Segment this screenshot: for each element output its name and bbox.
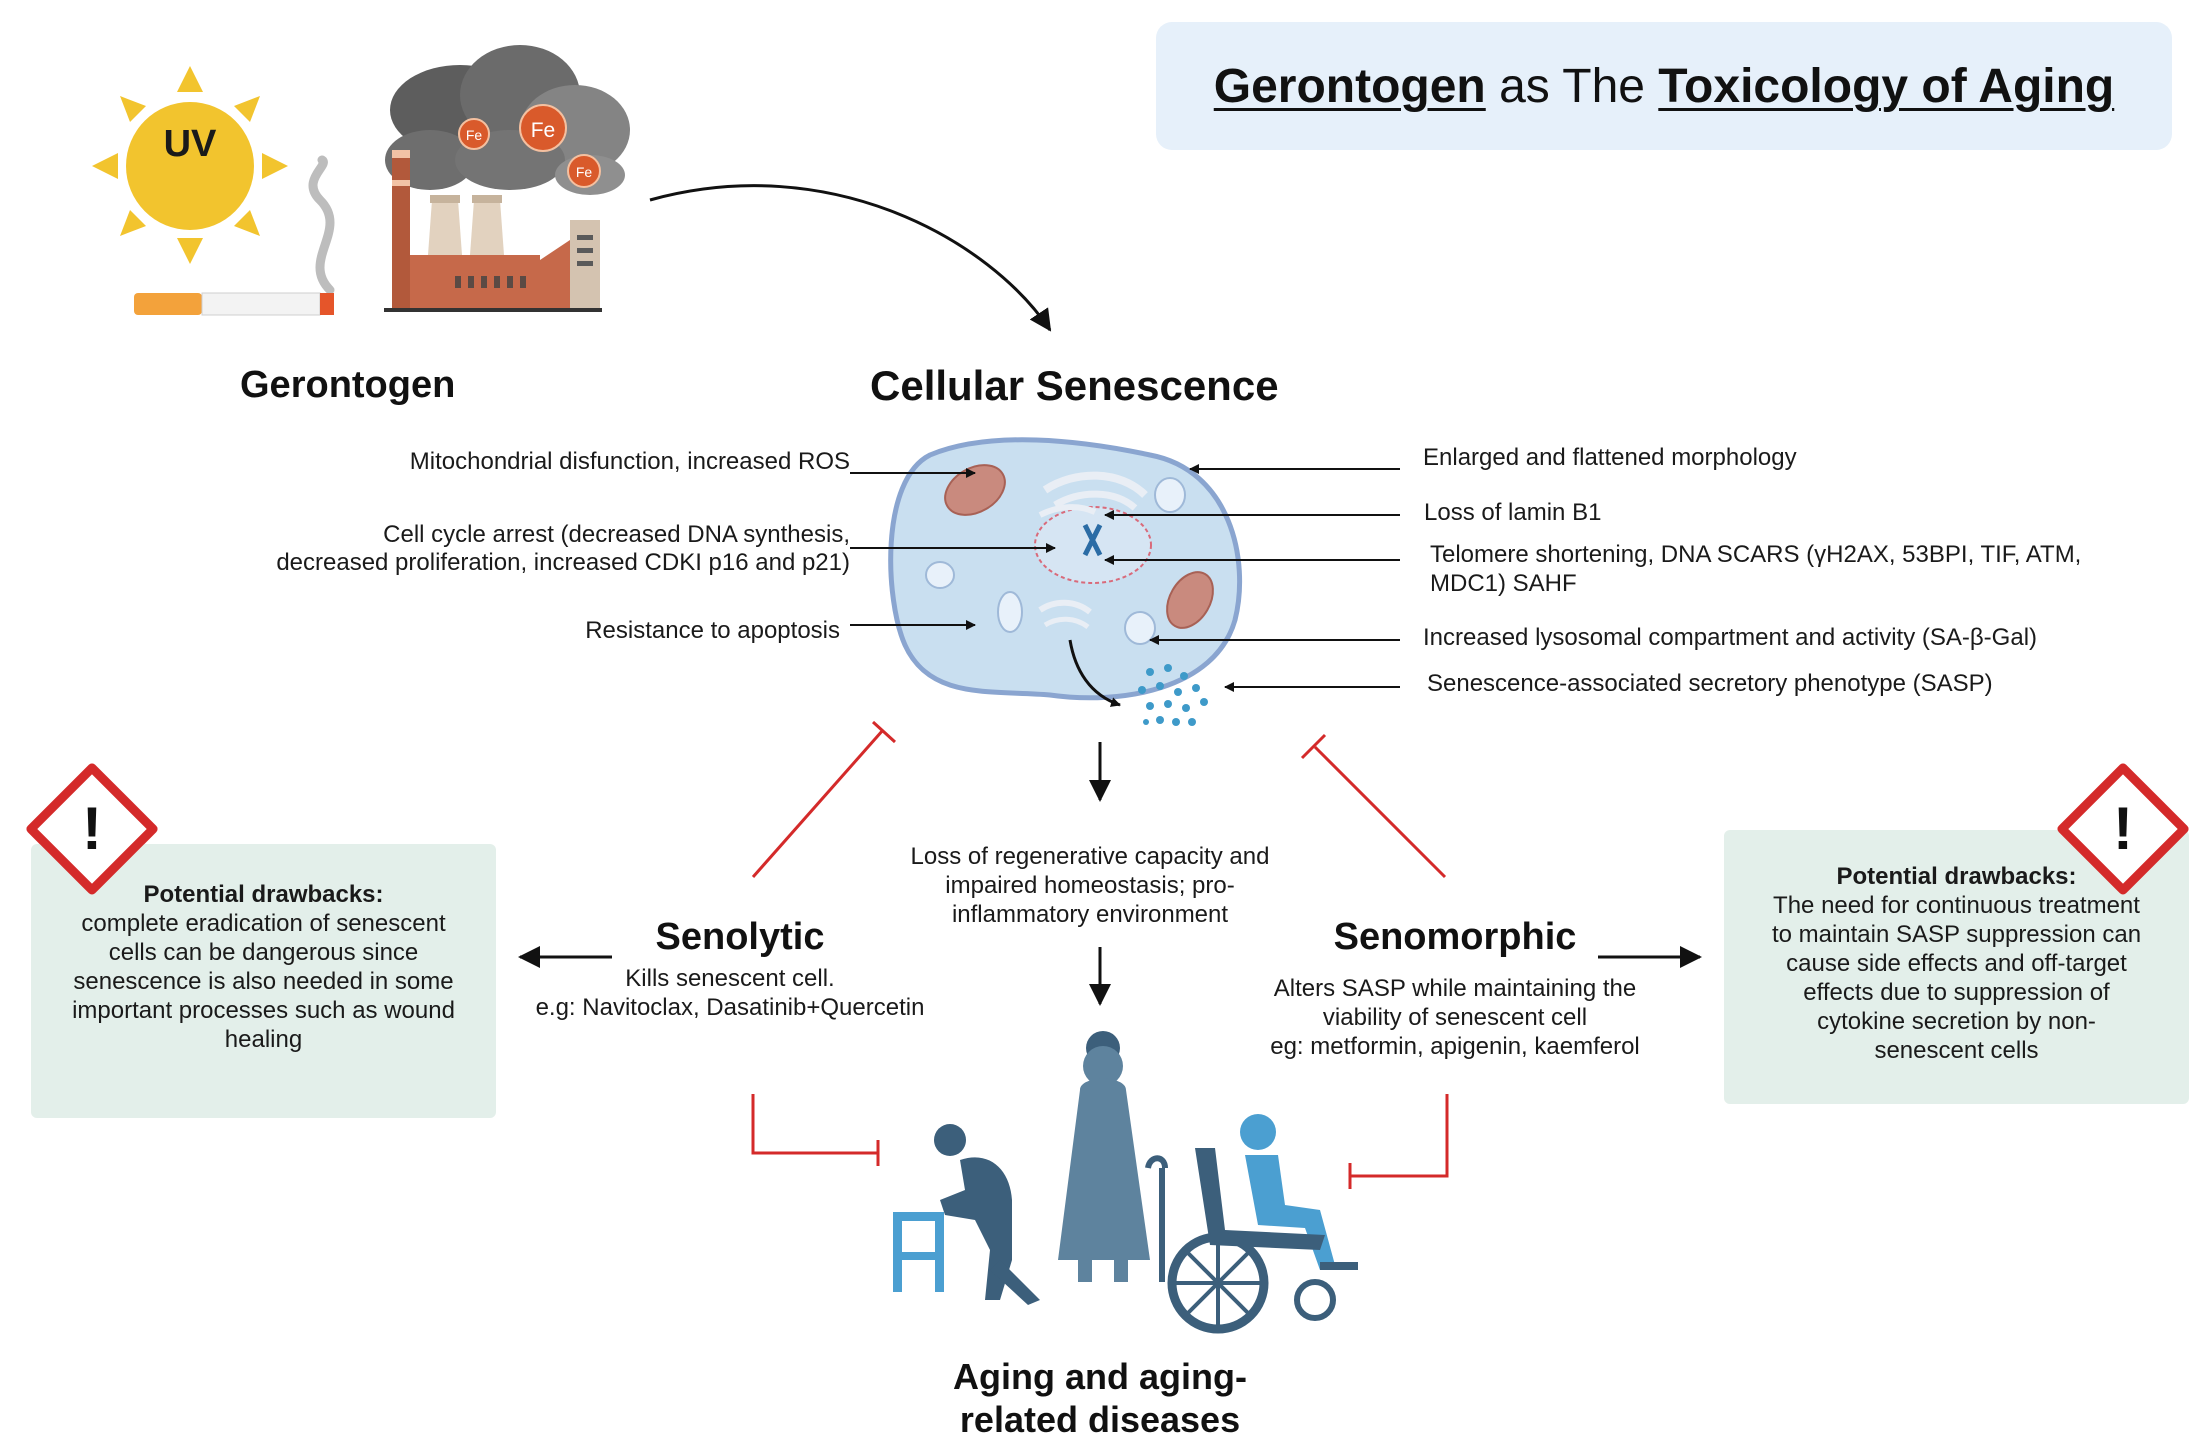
gerontogen-heading: Gerontogen (240, 364, 456, 406)
factory-icon (384, 150, 602, 312)
svg-text:Fe: Fe (576, 164, 593, 180)
diagram-title: Gerontogen as The Toxicology of Aging (1156, 22, 2172, 150)
senolytic-inhibit-cell (751, 720, 897, 878)
elderly-woman-cane-icon (1058, 1031, 1168, 1282)
elderly-walker-icon (893, 1124, 1040, 1305)
cigarette-icon (134, 155, 335, 316)
sasp-particles (1138, 664, 1208, 726)
label-cell-cycle-2: decreased proliferation, increased CDKI … (276, 549, 850, 576)
label-apoptosis: Resistance to apoptosis (585, 617, 840, 644)
title-gerontogen: Gerontogen (1213, 59, 1486, 113)
label-mitochondria: Mitochondrial disfunction, increased ROS (409, 448, 850, 475)
label-telomere-1: Telomere shortening, DNA SCARS (γH2AX, 5… (1430, 541, 2082, 568)
sun-icon: UV (92, 66, 288, 264)
drawback-right-heading: Potential drawbacks: (1836, 863, 2077, 890)
senescent-cell-icon (888, 437, 1243, 701)
title-toxicology: Toxicology of Aging (1658, 59, 2115, 113)
label-morphology: Enlarged and flattened morphology (1423, 444, 1797, 471)
wheelchair-user-icon (1167, 1114, 1358, 1334)
drawback-left-heading: Potential drawbacks: (143, 881, 384, 908)
svg-text:Fe: Fe (466, 127, 483, 143)
senolytic-text: Kills senescent cell. e.g: Navitoclax, D… (535, 965, 925, 1021)
senomorphic-heading: Senomorphic (1333, 916, 1577, 958)
senomorphic-text: Alters SASP while maintaining the viabil… (1270, 975, 1640, 1060)
label-lamin: Loss of lamin B1 (1424, 499, 1602, 526)
label-sasp: Senescence-associated secretory phenotyp… (1427, 670, 1993, 697)
iron-particle-icon: Fe Fe Fe (458, 104, 601, 188)
title-connector: as The (1485, 59, 1659, 113)
svg-text:Fe: Fe (531, 119, 556, 142)
uv-label: UV (164, 123, 217, 165)
sasp-release-arrow (1068, 639, 1121, 707)
label-cell-cycle-1: Cell cycle arrest (decreased DNA synthes… (383, 521, 850, 548)
aging-diseases-heading: Aging and aging- related diseases (953, 1356, 1247, 1440)
drawback-text-left: Potential drawbacks: complete eradicatio… (72, 881, 455, 1053)
cellular-senescence-heading: Cellular Senescence (870, 362, 1279, 409)
label-lysosome: Increased lysosomal compartment and acti… (1423, 624, 2038, 651)
senolytic-inhibit-aging (751, 1094, 880, 1166)
title-box (1156, 22, 2172, 150)
senomorphic-inhibit-aging (1348, 1094, 1449, 1189)
outcome-text: Loss of regenerative capacity and impair… (910, 843, 1270, 928)
drawback-text-right: Potential drawbacks: The need for contin… (1771, 863, 2142, 1064)
label-telomere-2: MDC1) SAHF (1430, 570, 1577, 597)
senomorphic-inhibit-cell (1300, 733, 1447, 879)
senolytic-heading: Senolytic (655, 916, 825, 958)
gerontogen-to-senescence-arrow (649, 184, 1052, 332)
